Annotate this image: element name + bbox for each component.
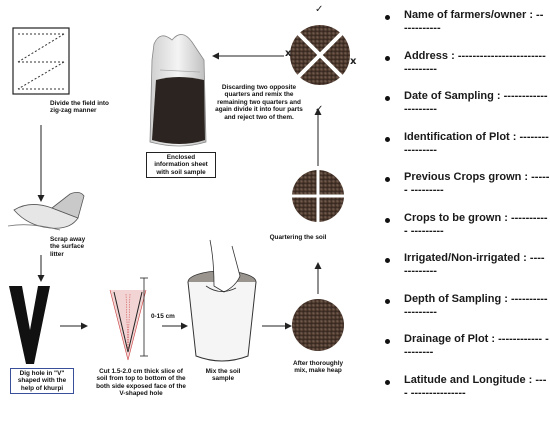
bullet-icon [385, 339, 390, 344]
check-mark-bottom: ✓ [315, 104, 323, 115]
checklist-label: Address : [404, 50, 455, 62]
bullet-icon [385, 380, 390, 385]
sample-bag-image [150, 34, 206, 146]
discard-quarters-shape [290, 25, 350, 85]
bullet-icon [385, 56, 390, 61]
checklist-label: Name of farmers/owner : [404, 9, 533, 21]
quartered-soil-shape [290, 168, 346, 224]
bullet-icon [385, 258, 390, 263]
cross-mark-right: x [350, 56, 356, 67]
checklist-item: Name of farmers/owner : -- ---------- [378, 6, 550, 47]
checklist-item: Date of Sampling : ------------ --------… [378, 87, 550, 128]
bullet-icon [385, 177, 390, 182]
checklist-item: Previous Crops grown : ------ --------- [378, 168, 550, 209]
step-quartering-label: Quartering the soil [268, 234, 328, 241]
check-mark-top: ✓ [315, 4, 323, 15]
checklist-item: Irrigated/Non-irrigated : ---- --------- [378, 249, 550, 290]
step-zigzag-label: Divide the field into zig-zag manner [50, 100, 110, 115]
checklist-item: Latitude and Longitude : ---- ----------… [378, 371, 550, 412]
bullet-icon [385, 15, 390, 20]
checklist-label: Drainage of Plot : [404, 333, 495, 345]
bullet-icon [385, 299, 390, 304]
checklist-item: Address : ------------------------ -----… [378, 47, 550, 88]
bullet-icon [385, 218, 390, 223]
step-cut-label: Cut 1.5-2.0 cm thick slice of soil from … [95, 368, 187, 398]
v-slice-shape [110, 278, 148, 360]
field-grid-shape [13, 28, 69, 94]
checklist-item: Crops to be grown : ----------- --------… [378, 209, 550, 250]
cross-mark-left: x [285, 48, 291, 59]
checklist-item: Identification of Plot : -------- ------… [378, 128, 550, 169]
checklist-label: Depth of Sampling : [404, 293, 508, 305]
trowel-hand-image [8, 192, 84, 230]
checklist-item: Depth of Sampling : ---------- --------- [378, 290, 550, 331]
mixing-bucket-image [188, 240, 256, 361]
checklist-label: Date of Sampling : [404, 90, 501, 102]
checklist-label: Identification of Plot : [404, 131, 516, 143]
checklist-label: Latitude and Longitude : [404, 374, 532, 386]
step-enclosed-label: Enclosed information sheet with soil sam… [146, 152, 216, 178]
step-mix-label: Mix the soil sample [200, 368, 246, 383]
checklist-label: Irrigated/Non-irrigated : [404, 252, 527, 264]
step-dig-label: Dig hole in "V" shaped with the help of … [10, 368, 74, 394]
bullet-icon [385, 96, 390, 101]
step-heap-label: After thoroughly mix, make heap [289, 360, 347, 375]
step-discard-label: Discarding two opposite quarters and rem… [213, 84, 305, 121]
sample-info-checklist: Name of farmers/owner : -- ---------- Ad… [378, 6, 550, 411]
depth-label: 0-15 cm [151, 313, 181, 320]
checklist-item: Drainage of Plot : ------------ --------… [378, 330, 550, 371]
bullet-icon [385, 137, 390, 142]
v-hole-shape [9, 286, 50, 364]
checklist-label: Previous Crops grown : [404, 171, 528, 183]
checklist-label: Crops to be grown : [404, 212, 508, 224]
step-scrap-label: Scrap away the surface litter [50, 236, 96, 258]
soil-heap-shape [292, 299, 344, 351]
soil-sampling-diagram: Divide the field into zig-zag manner Scr… [0, 0, 362, 423]
